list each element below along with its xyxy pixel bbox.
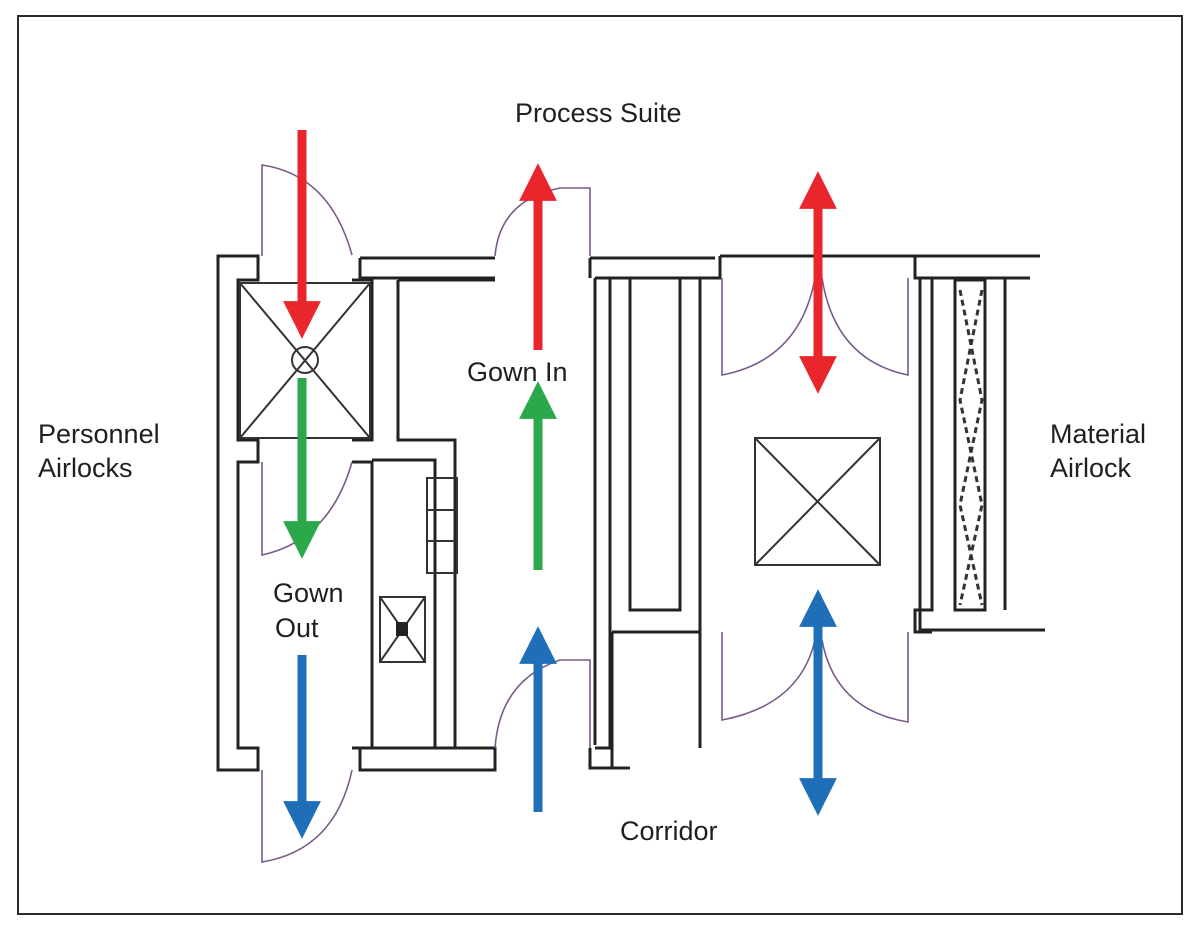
door-material-top-right [821,277,909,376]
label-gown-in: Gown In [467,357,568,387]
label-corridor: Corridor [620,816,718,846]
diagram-frame [17,15,1183,915]
gown-in-walls [396,278,612,750]
labels: Process Suite Gown In Gown Out Personnel… [38,98,1146,846]
door-gown-in-top [494,187,591,257]
service-chase [610,276,702,770]
door-material-bottom-left [721,632,816,721]
door-top-left [261,164,353,256]
door-material-bottom-right [821,632,909,723]
label-material-line1: Material [1050,419,1146,449]
pass-through-icon [426,477,458,574]
label-material-line2: Airlock [1050,453,1132,483]
label-personnel-line1: Personnel [38,419,160,449]
door-material-top-left [721,277,816,376]
material-pass-through-icon [958,289,984,606]
door-mid-left [261,461,353,556]
label-process-suite: Process Suite [515,98,682,128]
top-wall [360,254,1040,260]
label-gown-out-line2: Out [275,613,319,643]
small-filter-icon [379,596,426,663]
label-personnel-line2: Airlocks [38,453,133,483]
label-gown-out-line1: Gown [273,578,344,608]
door-gown-in-bottom [494,659,591,749]
walls [216,254,1045,772]
material-filter-icon [754,437,881,566]
airflow-arrows [283,130,837,839]
equipment [239,282,984,663]
airlock-divider-walls [358,258,497,772]
door-bottom-left [261,769,353,863]
material-airlock-right-wall [918,278,1045,632]
material-airlock-walls [698,256,934,748]
personnel-airlock-outer-wall [216,254,260,772]
